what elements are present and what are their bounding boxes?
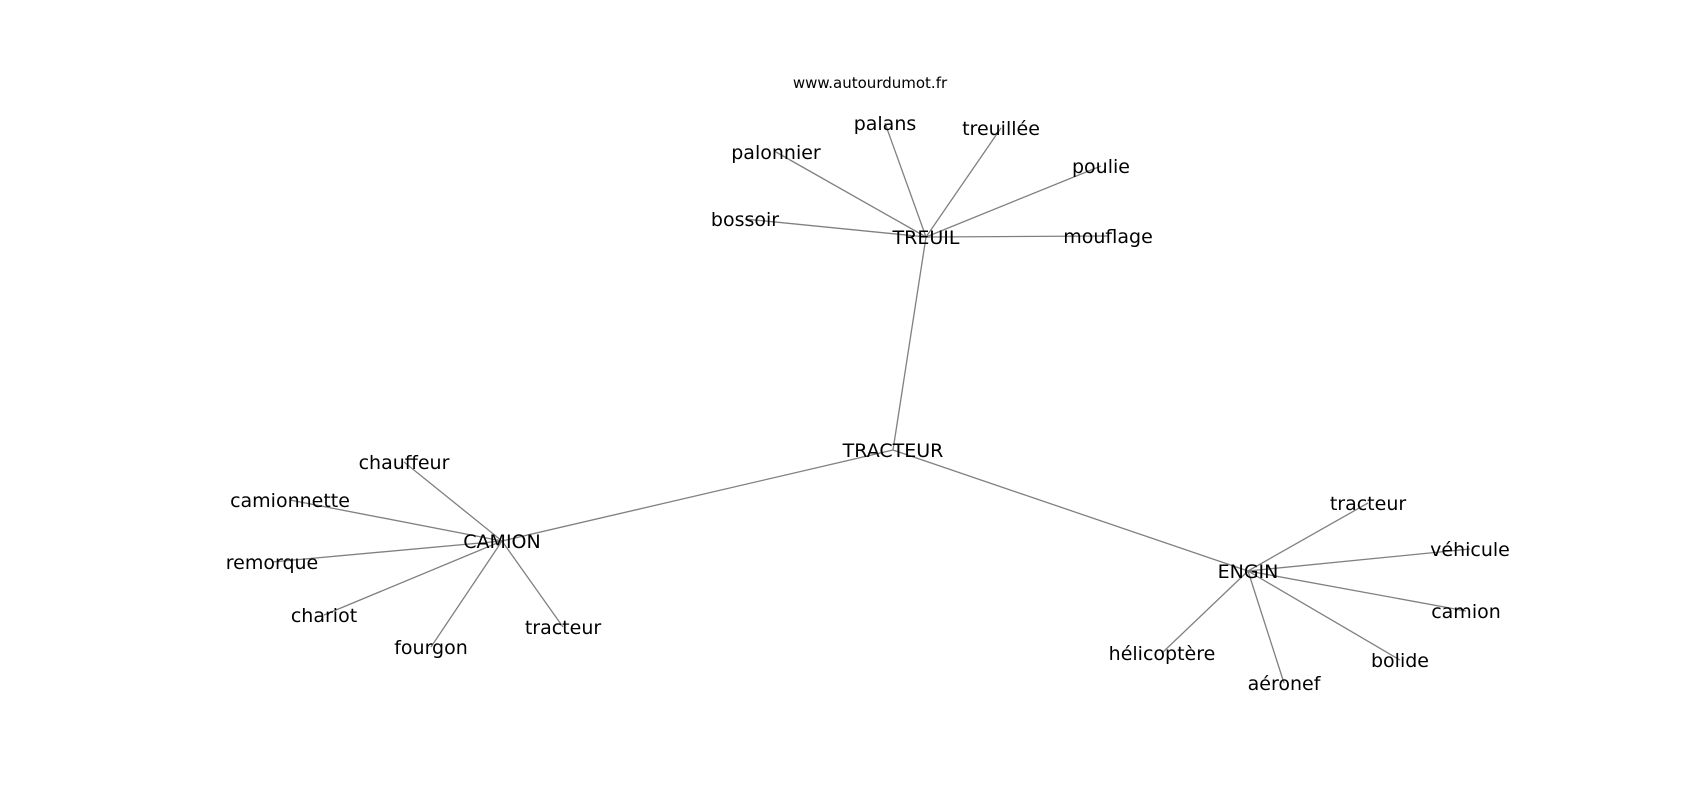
word-node-camion-tracteur[interactable]: tracteur [525,617,602,639]
edge-camion-camionnette [289,499,503,542]
word-node-camion-remorque[interactable]: remorque [226,552,319,574]
word-node-treuil-treuillee[interactable]: treuillée [962,118,1040,140]
site-watermark[interactable]: www.autourdumot.fr [793,74,948,92]
word-node-engin-tracteur[interactable]: tracteur [1330,493,1407,515]
hub-node-treuil[interactable]: TREUIL [892,227,960,249]
word-node-treuil-poulie[interactable]: poulie [1072,156,1130,178]
labels-layer: www.autourdumot.fr TRACTEUR TREUIL bossoir… [226,74,1510,695]
edge-treuil-poulie [925,165,1102,238]
word-node-camion-chariot[interactable]: chariot [291,605,357,627]
word-node-treuil-palonnier[interactable]: palonnier [731,142,821,164]
word-node-engin-aeronef[interactable]: aéronef [1248,673,1322,695]
hub-node-camion[interactable]: CAMION [463,531,540,553]
word-node-engin-helicoptere[interactable]: hélicoptère [1109,643,1216,665]
center-node-tracteur[interactable]: TRACTEUR [842,440,944,462]
edge-treuil-palonnier [775,151,927,238]
word-node-engin-camion[interactable]: camion [1431,601,1501,623]
edge-engin-vehicule [1247,548,1471,572]
word-node-camion-chauffeur[interactable]: chauffeur [359,452,450,474]
hub-node-engin[interactable]: ENGIN [1218,561,1279,583]
edge-camion-remorque [271,540,503,563]
edge-camion-chariot [323,540,503,616]
edge-treuil-palans [884,122,927,238]
edge-engin-camion [1247,570,1467,612]
edge-center-engin [892,449,1249,572]
edge-engin-tracteur [1247,502,1369,572]
word-node-engin-bolide[interactable]: bolide [1371,650,1429,672]
word-node-treuil-bossoir[interactable]: bossoir [711,209,779,231]
edge-camion-chauffeur [403,461,503,542]
edge-treuil-mouflage [925,235,1109,238]
edge-camion-tracteur [501,540,564,628]
edge-center-camion [501,449,894,542]
word-node-treuil-palans[interactable]: palans [854,113,917,135]
edge-treuil-bossoir [744,218,927,238]
edge-center-treuil [892,236,927,451]
word-node-camion-fourgon[interactable]: fourgon [394,637,468,659]
edge-engin-helicoptere [1161,570,1249,654]
edge-engin-bolide [1247,570,1401,661]
edge-treuil-treuillee [925,127,1002,238]
edge-camion-fourgon [430,540,503,648]
edges-layer [271,122,1471,684]
word-node-camion-camionnette[interactable]: camionnette [230,490,350,512]
word-node-engin-vehicule[interactable]: véhicule [1430,539,1510,561]
edge-engin-aeronef [1247,570,1285,684]
word-node-treuil-mouflage[interactable]: mouflage [1063,226,1153,248]
